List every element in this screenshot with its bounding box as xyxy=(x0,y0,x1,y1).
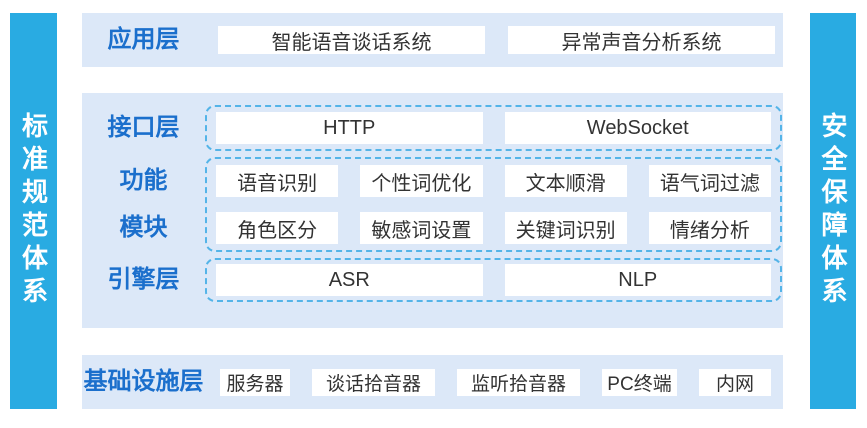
function-module-label-line2: 模块 xyxy=(119,213,168,241)
application-layer-label: 应用层 xyxy=(107,25,180,53)
engine-layer-row: 引擎层 ASR NLP xyxy=(82,258,783,302)
box-speech-recognition: 语音识别 xyxy=(216,165,339,197)
box-asr: ASR xyxy=(216,264,483,296)
function-module-label: 功能 模块 xyxy=(82,158,205,252)
box-intranet: 内网 xyxy=(699,368,771,396)
box-server: 服务器 xyxy=(220,368,290,396)
function-row-2: 角色区分 敏感词设置 关键词识别 情绪分析 xyxy=(216,212,771,244)
application-layer-boxes: 智能语音谈话系统 异常声音分析系统 xyxy=(205,26,783,54)
interface-layer-row: 接口层 HTTP WebSocket xyxy=(82,105,783,151)
platform-section: 接口层 HTTP WebSocket 功能 模块 语音识别 个性词优化 xyxy=(82,93,783,328)
box-conversation-microphone: 谈话拾音器 xyxy=(312,368,435,396)
box-monitoring-microphone: 监听拾音器 xyxy=(457,368,580,396)
box-modal-word-filtering: 语气词过滤 xyxy=(648,165,771,197)
security-system-pillar: 安全保障体系 xyxy=(810,13,856,409)
box-emotion-analysis: 情绪分析 xyxy=(648,212,771,244)
standards-system-pillar: 标准规范体系 xyxy=(10,13,57,409)
security-system-label: 安全保障体系 xyxy=(818,112,848,310)
infrastructure-layer-label: 基础设施层 xyxy=(83,367,204,395)
box-nlp: NLP xyxy=(504,264,771,296)
infrastructure-layer-section: 基础设施层 服务器 谈话拾音器 监听拾音器 PC终端 内网 xyxy=(82,355,783,409)
infrastructure-layer-boxes: 服务器 谈话拾音器 监听拾音器 PC终端 内网 xyxy=(205,368,783,396)
box-voice-conversation-system: 智能语音谈话系统 xyxy=(218,26,485,54)
function-module-label-line1: 功能 xyxy=(119,166,168,194)
standards-system-label: 标准规范体系 xyxy=(18,112,49,310)
box-keyword-recognition: 关键词识别 xyxy=(504,212,627,244)
function-module-container: 语音识别 个性词优化 文本顺滑 语气词过滤 角色区分 敏感词设置 关键词识别 情… xyxy=(205,157,782,252)
box-text-smoothing: 文本顺滑 xyxy=(504,165,627,197)
application-layer-section: 应用层 智能语音谈话系统 异常声音分析系统 xyxy=(82,13,783,67)
box-abnormal-sound-analysis-system: 异常声音分析系统 xyxy=(508,26,775,54)
box-personal-word-optimization: 个性词优化 xyxy=(360,165,483,197)
layers-stack: 应用层 智能语音谈话系统 异常声音分析系统 接口层 HTTP WebSocket xyxy=(82,13,783,409)
function-module-row: 功能 模块 语音识别 个性词优化 文本顺滑 语气词过滤 角色区分 敏感词设置 关… xyxy=(82,157,783,252)
box-websocket: WebSocket xyxy=(504,112,771,144)
box-pc-terminal: PC终端 xyxy=(602,368,677,396)
function-row-1: 语音识别 个性词优化 文本顺滑 语气词过滤 xyxy=(216,165,771,197)
box-sensitive-word-settings: 敏感词设置 xyxy=(360,212,483,244)
box-role-separation: 角色区分 xyxy=(216,212,339,244)
interface-layer-label: 接口层 xyxy=(107,113,180,141)
engine-layer-label: 引擎层 xyxy=(107,265,180,293)
engine-layer-container: ASR NLP xyxy=(205,258,782,302)
interface-layer-container: HTTP WebSocket xyxy=(205,105,782,151)
box-http: HTTP xyxy=(216,112,483,144)
